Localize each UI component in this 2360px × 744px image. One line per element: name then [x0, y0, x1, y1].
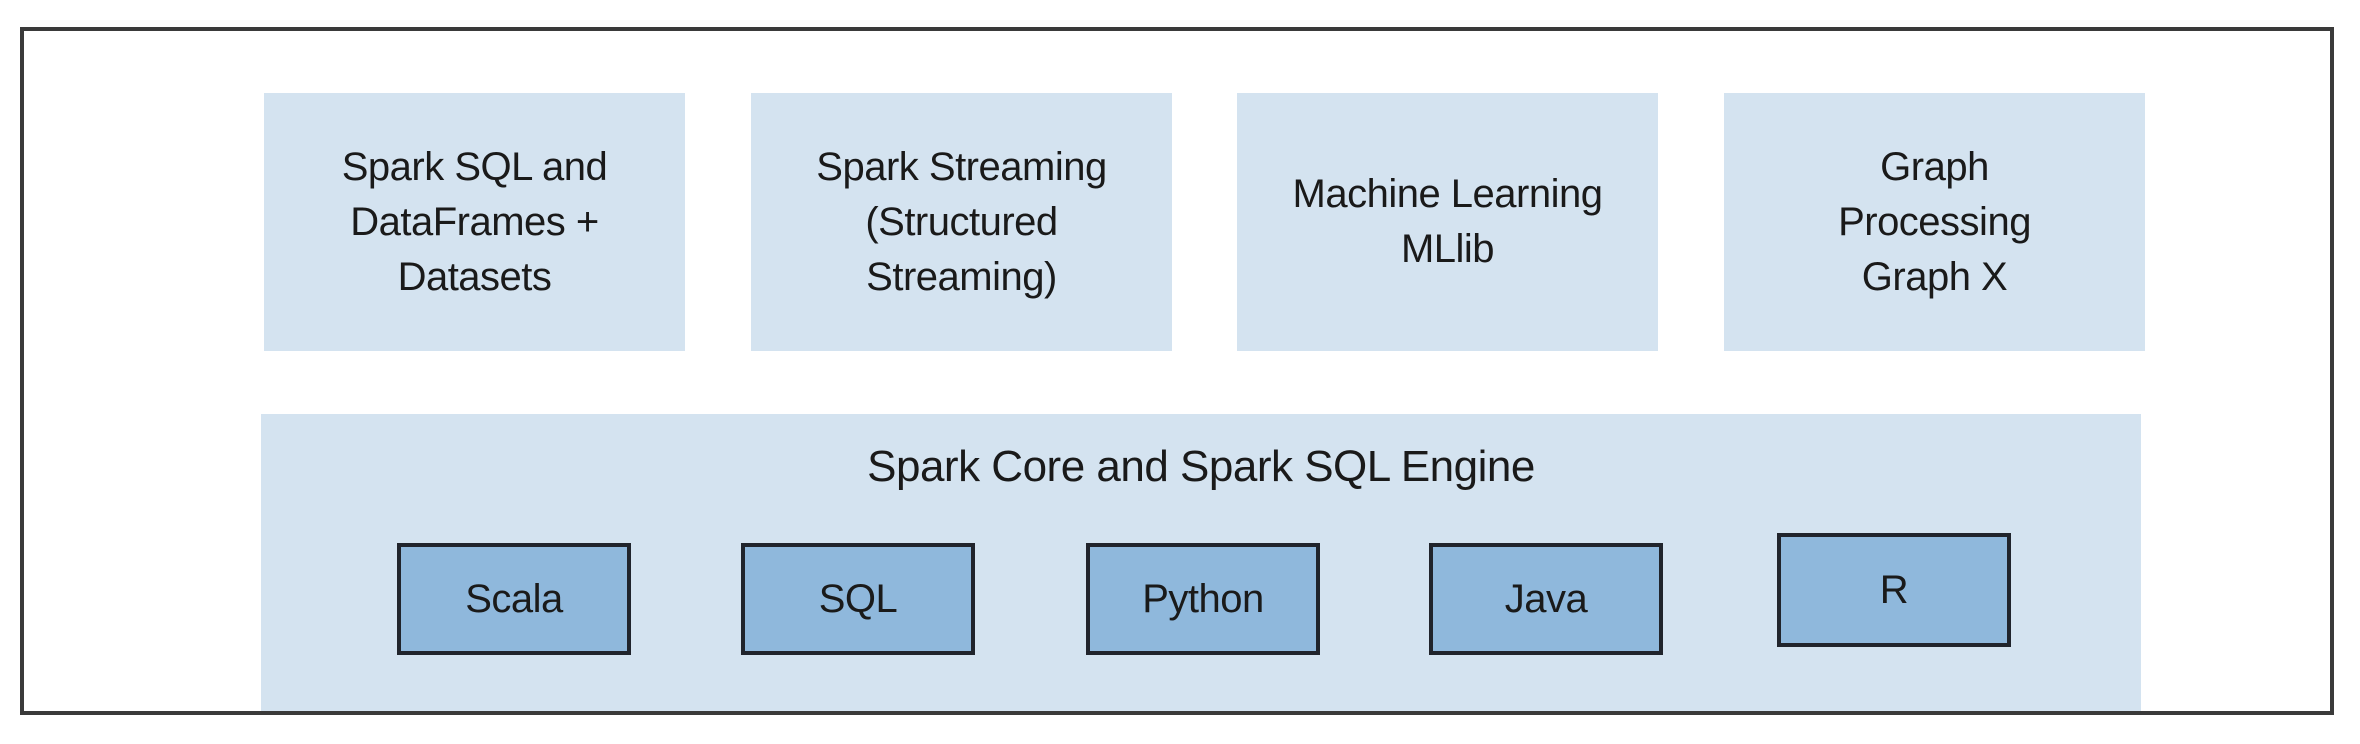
component-box-spark-sql: Spark SQL and DataFrames + Datasets	[264, 93, 685, 351]
language-label-scala: Scala	[465, 576, 563, 621]
component-label-spark-sql: Spark SQL and DataFrames + Datasets	[341, 144, 608, 299]
component-box-graph-processing: Graph Processing Graph X	[1724, 93, 2145, 351]
language-label-python: Python	[1142, 576, 1264, 621]
spark-core-layer: Spark Core and Spark SQL Engine Scala SQ…	[261, 414, 2141, 711]
language-label-java: Java	[1504, 576, 1588, 621]
language-label-r: R	[1879, 567, 1909, 612]
language-box-java: Java	[1429, 543, 1663, 655]
language-box-scala: Scala	[397, 543, 631, 655]
diagram-frame: Spark SQL and DataFrames + Datasets Spar…	[20, 27, 2334, 715]
component-box-spark-streaming: Spark Streaming (Structured Streaming)	[751, 93, 1172, 351]
component-label-graph-processing: Graph Processing Graph X	[1838, 144, 2031, 299]
language-box-sql: SQL	[741, 543, 975, 655]
language-label-sql: SQL	[818, 576, 898, 621]
language-box-python: Python	[1086, 543, 1320, 655]
component-box-machine-learning: Machine Learning MLlib	[1237, 93, 1658, 351]
spark-core-title: Spark Core and Spark SQL Engine	[867, 442, 1535, 491]
component-label-spark-streaming: Spark Streaming (Structured Streaming)	[816, 144, 1107, 299]
language-box-r: R	[1777, 533, 2011, 647]
component-label-machine-learning: Machine Learning MLlib	[1292, 172, 1604, 271]
